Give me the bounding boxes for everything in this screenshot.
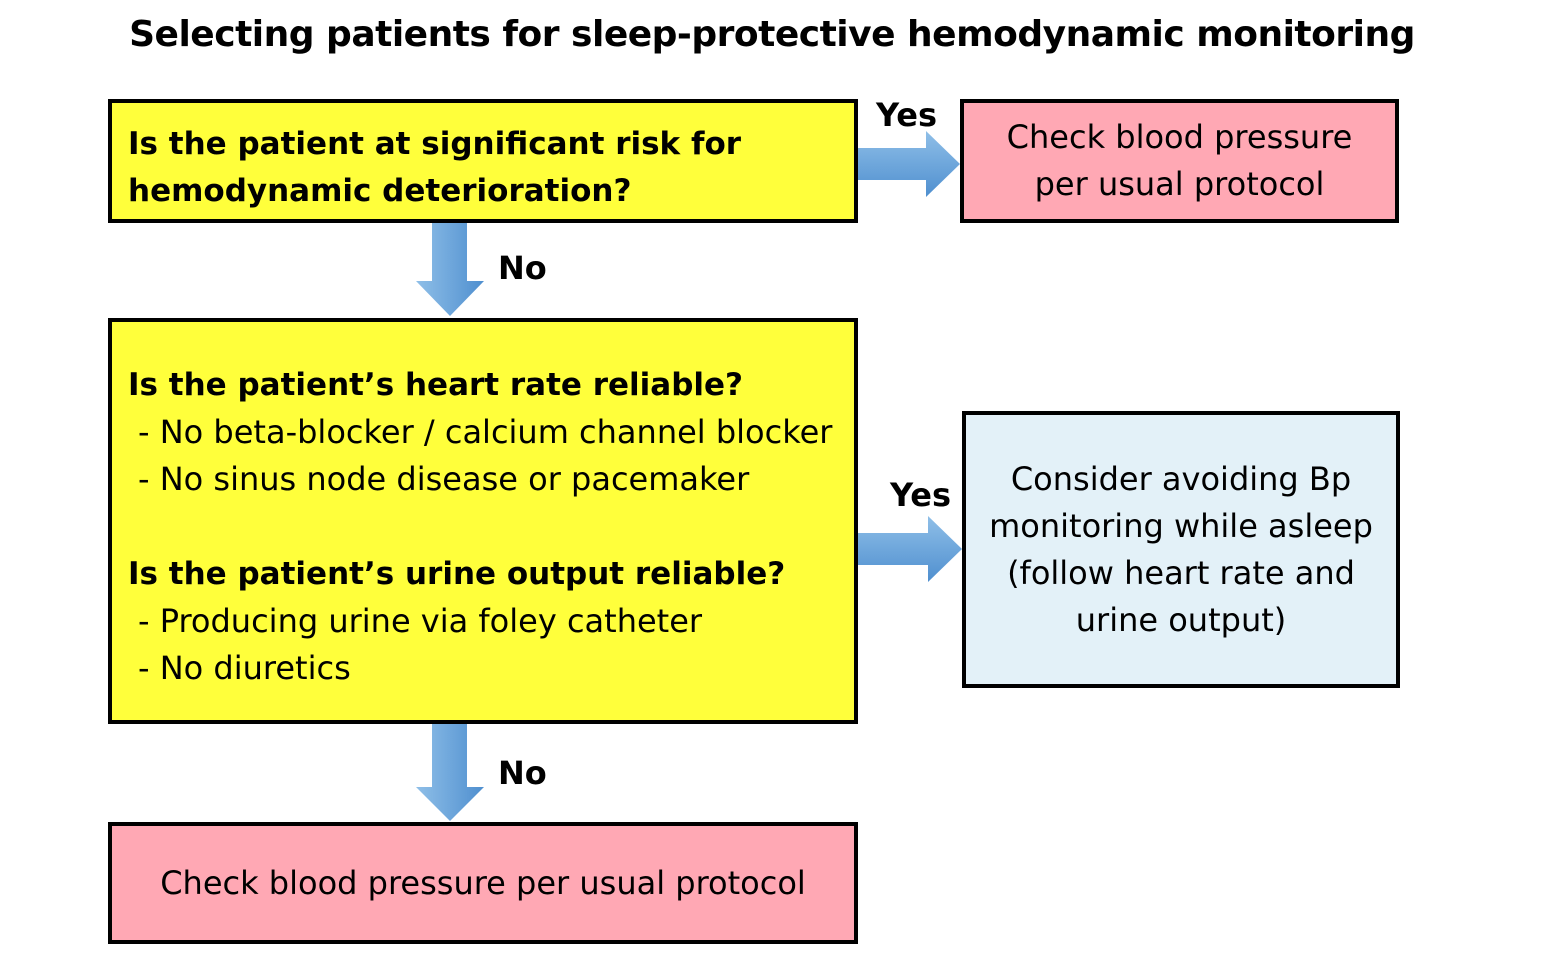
label-no-1: No: [498, 249, 547, 287]
check-bp-top-line-1: Check blood pressure: [1006, 118, 1353, 156]
arrow-down-no-1: [416, 223, 484, 316]
diagram-title: Selecting patients for sleep-protective …: [129, 14, 1415, 55]
consider-line-1: Consider avoiding Bp: [1010, 459, 1352, 498]
consider-line-2: monitoring while asleep: [989, 506, 1373, 545]
label-yes-2: Yes: [890, 476, 951, 514]
question-risk-line-1: Is the patient at significant risk for: [128, 126, 742, 162]
question-reliability-box: Is the patient’s heart rate reliable? - …: [108, 318, 858, 724]
urine-output-item: - No diuretics: [138, 649, 351, 687]
check-bp-top-line-2: per usual protocol: [1034, 165, 1325, 203]
check-bp-box-top: Check blood pressure per usual protocol: [960, 99, 1399, 223]
consider-line-4: urine output): [1075, 600, 1287, 639]
heart-rate-item: - No beta-blocker / calcium channel bloc…: [138, 413, 833, 451]
consider-avoiding-box: Consider avoiding Bp monitoring while as…: [962, 411, 1400, 688]
urine-output-question: Is the patient’s urine output reliable?: [128, 556, 786, 592]
question-risk-line-2: hemodynamic deterioration?: [128, 173, 632, 209]
consider-line-3: (follow heart rate and: [1007, 553, 1355, 592]
check-bp-box-bottom: Check blood pressure per usual protocol: [108, 822, 858, 944]
arrow-right-yes-2: [858, 516, 962, 582]
check-bp-bottom-text: Check blood pressure per usual protocol: [160, 863, 806, 902]
label-no-2: No: [498, 754, 547, 792]
label-yes-1: Yes: [876, 96, 937, 134]
urine-output-item: - Producing urine via foley catheter: [138, 602, 703, 640]
arrow-down-no-2: [416, 724, 484, 821]
question-risk-box: Is the patient at significant risk for h…: [108, 99, 858, 223]
arrow-right-yes-1: [858, 131, 960, 197]
heart-rate-question: Is the patient’s heart rate reliable?: [128, 367, 744, 403]
heart-rate-item: - No sinus node disease or pacemaker: [138, 460, 750, 498]
